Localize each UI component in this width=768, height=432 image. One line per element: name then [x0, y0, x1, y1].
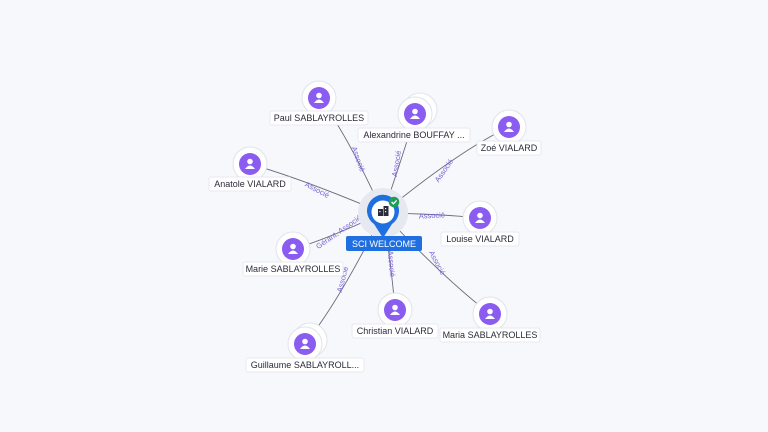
check-badge-icon [388, 196, 400, 208]
person-node-maria[interactable]: Maria SABLAYROLLES [439, 296, 541, 343]
person-node-alexandrine[interactable]: Alexandrine BOUFFAY ... [357, 92, 471, 143]
person-node-marie[interactable]: Marie SABLAYROLLES [242, 231, 344, 277]
person-name-guillaume[interactable]: Guillaume SABLAYROLL... [251, 360, 359, 370]
edge-label-maria: Associé [427, 249, 447, 276]
person-icon [410, 108, 420, 119]
person-icon [504, 121, 514, 132]
person-label-box [351, 323, 439, 339]
person-icon [300, 338, 310, 349]
edge-label-zoe: Associé [433, 157, 455, 184]
person-label-box [208, 176, 292, 192]
person-node-christian[interactable]: Christian VIALARD [351, 292, 439, 339]
person-name-louise[interactable]: Louise VIALARD [446, 234, 514, 244]
edge-label-anatole: Associé [303, 180, 330, 200]
company-name[interactable]: SCI WELCOME [352, 239, 416, 249]
person-label-box [357, 127, 471, 143]
person-icon [245, 158, 255, 169]
person-icon [485, 308, 495, 319]
person-name-paul[interactable]: Paul SABLAYROLLES [274, 113, 364, 123]
person-label-box [245, 357, 365, 373]
person-label-box [476, 140, 542, 156]
edge-label-alexandrine: Associé [390, 150, 403, 177]
edge-label-christian: Associé [386, 250, 397, 277]
person-node-zoe[interactable]: Zoé VIALARD [476, 109, 542, 156]
person-label-box [269, 110, 369, 126]
person-name-marie[interactable]: Marie SABLAYROLLES [246, 264, 341, 274]
company-label-box [346, 236, 422, 251]
person-icon [288, 243, 298, 254]
person-icon [390, 304, 400, 315]
person-node-paul[interactable]: Paul SABLAYROLLES [269, 80, 369, 126]
person-icon [475, 212, 485, 223]
person-name-zoe[interactable]: Zoé VIALARD [481, 143, 538, 153]
building-icon [378, 206, 389, 216]
person-icon [314, 92, 324, 103]
person-name-alexandrine[interactable]: Alexandrine BOUFFAY ... [363, 130, 464, 140]
person-node-louise[interactable]: Louise VIALARD [440, 200, 520, 247]
person-name-maria[interactable]: Maria SABLAYROLLES [443, 330, 538, 340]
nodes-layer: Paul SABLAYROLLES Alexandrine BOUFFAY ...… [208, 80, 542, 373]
person-node-guillaume[interactable]: Guillaume SABLAYROLL... [245, 322, 365, 373]
person-label-box [440, 231, 520, 247]
person-name-christian[interactable]: Christian VIALARD [357, 326, 434, 336]
person-name-anatole[interactable]: Anatole VIALARD [214, 179, 286, 189]
person-label-box [242, 261, 344, 277]
check-mark [391, 199, 398, 205]
company-node[interactable]: SCI WELCOME [346, 188, 422, 251]
person-node-anatole[interactable]: Anatole VIALARD [208, 146, 292, 192]
edge-label-louise: Associé [419, 210, 446, 220]
edge-label-paul: Associé [350, 145, 367, 173]
person-label-box [439, 327, 541, 343]
